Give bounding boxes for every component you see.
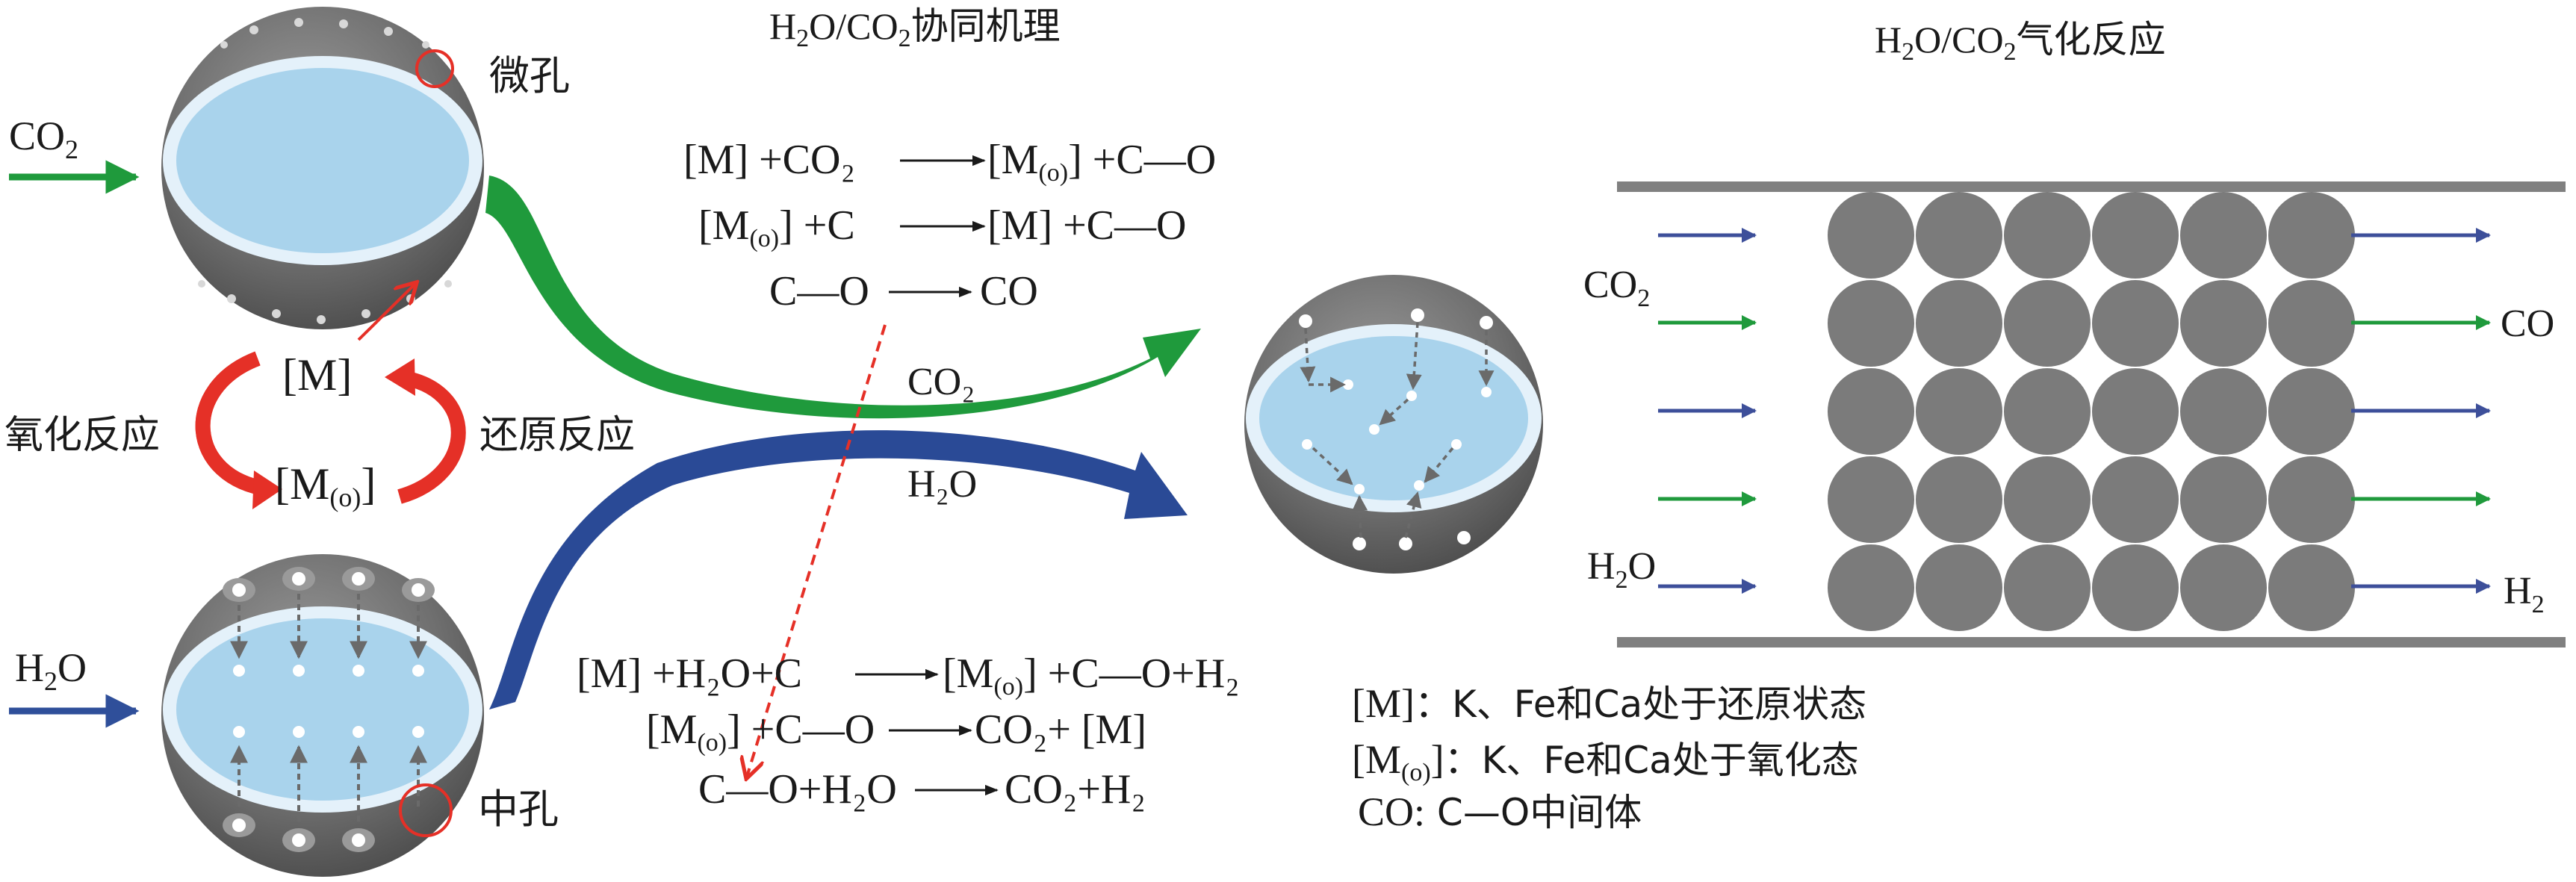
- h2o-equations: [M] +H₂O+C [M(o)] +C—O+H₂ [M(o)] +C—O CO…: [577, 650, 1240, 813]
- mesopore-openings: [223, 567, 435, 852]
- co2-flow-label: CO₂: [907, 361, 975, 403]
- micropore-dots: [198, 18, 452, 324]
- co2-eq3-rhs: CO: [980, 268, 1038, 314]
- legend-item-m: [M]：K、Fe和Ca处于还原状态: [1352, 681, 1866, 726]
- outlet-arrows: [2351, 228, 2491, 594]
- micropore-highlight: [415, 49, 454, 88]
- h2o-eq1-lhs: [M] +H₂O+C: [577, 650, 802, 697]
- co2-eq2-lhs: [M(o)] +C: [698, 202, 855, 252]
- reactor-h2o-label: H2O: [1587, 545, 1656, 594]
- legend-item-co: CO: C—O中间体: [1358, 789, 1642, 834]
- oxidation-arrowhead: [252, 470, 282, 509]
- reactor-h2-label: H2: [2504, 570, 2545, 618]
- mesopore-highlight: [399, 783, 453, 837]
- bed-particle: [2268, 192, 2355, 279]
- micropore-particle: [161, 7, 484, 329]
- bed-particle: [2268, 280, 2355, 367]
- bed-particle: [2092, 368, 2179, 455]
- bed-particle: [2180, 456, 2267, 543]
- bed-particle: [1916, 544, 2002, 631]
- bed-particle: [2092, 456, 2179, 543]
- bed-particle: [2180, 368, 2267, 455]
- bed-particle: [1916, 280, 2002, 367]
- bed-particle: [2092, 280, 2179, 367]
- h2o-input-label: H2O: [15, 645, 87, 696]
- bed-particle: [2004, 456, 2091, 543]
- m-to-particle-arrow: [357, 284, 415, 341]
- bed-particle: [2180, 544, 2267, 631]
- bed-particle: [2092, 192, 2179, 279]
- bed-particle: [2268, 456, 2355, 543]
- bed-particle: [2092, 544, 2179, 631]
- bed-particle: [1828, 544, 1914, 631]
- reduction-label: 还原反应: [479, 413, 635, 458]
- co2-eq3-lhs: C—O: [769, 268, 869, 314]
- gasification-title: H2O/CO2气化反应: [1875, 18, 2166, 66]
- reacting-particle: [1244, 275, 1543, 574]
- reduction-arrow: [397, 370, 466, 504]
- bed-particle: [2180, 280, 2267, 367]
- bed-particle: [1916, 456, 2002, 543]
- co2-equations: [M] +CO₂ [M(o)] +C—O [M(o)] +C [M] +C—O …: [683, 137, 1216, 314]
- micropore-label: 微孔: [489, 52, 570, 99]
- packed-bed: [1828, 192, 2355, 631]
- bed-particle: [2004, 192, 2091, 279]
- h2o-eq2-rhs: CO₂+ [M]: [975, 706, 1146, 753]
- cycle-m-label: [M]: [282, 350, 352, 400]
- co2-eq1-lhs: [M] +CO₂: [683, 137, 855, 183]
- reduction-arrowhead: [385, 358, 415, 396]
- bed-particle: [2004, 544, 2091, 631]
- mesopore-label: 中孔: [478, 786, 559, 833]
- mechanism-link-arrow: [747, 324, 887, 777]
- mechanism-title: H2O/CO2协同机理: [769, 4, 1061, 52]
- reacting-particle-pathways: [1300, 322, 1495, 538]
- h2o-eq3-lhs: C—O+H₂O: [698, 766, 897, 813]
- mesopore-particle: [161, 554, 484, 877]
- h2o-eq2-lhs: [M(o)] +C—O: [646, 706, 875, 757]
- bed-particle: [2004, 368, 2091, 455]
- legend-item-mo: [M(o)]：K、Fe和Ca处于氧化态: [1352, 737, 1859, 786]
- bed-particle: [1828, 456, 1914, 543]
- cycle-mo-label: [M(o)]: [275, 459, 376, 512]
- bed-particle: [2268, 544, 2355, 631]
- bed-particle: [1828, 192, 1914, 279]
- co2-eq2-rhs: [M] +C—O: [987, 202, 1186, 249]
- h2o-eq3-rhs: CO₂+H₂: [1005, 766, 1146, 813]
- co2-input-label: CO2: [9, 114, 78, 164]
- bed-particle: [2268, 368, 2355, 455]
- bed-particle: [2180, 192, 2267, 279]
- reactor-co2-label: CO2: [1583, 264, 1650, 312]
- co2-eq1-rhs: [M(o)] +C—O: [987, 137, 1216, 187]
- redox-cycle: [195, 351, 466, 509]
- h2o-eq1-rhs: [M(o)] +C—O+H₂: [943, 650, 1240, 701]
- bed-particle: [1828, 280, 1914, 367]
- bed-particle: [1916, 368, 2002, 455]
- legend: [M]：K、Fe和Ca处于还原状态 [M(o)]：K、Fe和Ca处于氧化态 CO…: [1352, 681, 1866, 834]
- bed-particle: [1828, 368, 1914, 455]
- bed-particle: [1916, 192, 2002, 279]
- bed-particle: [2004, 280, 2091, 367]
- inlet-arrows: [1658, 228, 1757, 594]
- mesopore-diffusion-arrows: [230, 594, 427, 822]
- reactor-co-label: CO: [2501, 302, 2554, 345]
- h2o-flow-label: H₂O: [907, 463, 977, 506]
- oxidation-label: 氧化反应: [4, 413, 160, 458]
